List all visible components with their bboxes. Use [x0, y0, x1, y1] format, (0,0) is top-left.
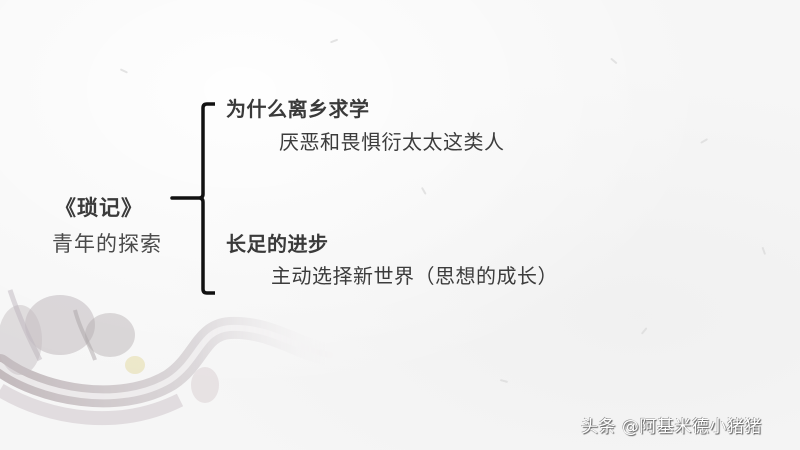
branch-heading-2: 长足的进步	[226, 232, 329, 256]
paper-speck	[421, 186, 427, 195]
paper-speck	[329, 38, 339, 43]
dragon-swirl-icon	[0, 289, 341, 426]
paper-speck	[610, 57, 618, 64]
topic-subtitle: 青年的探索	[52, 232, 162, 256]
paper-speck	[120, 68, 128, 74]
topic-title: 《琐记》	[55, 196, 143, 220]
branch-detail-1: 厌恶和畏惧衍太太这类人	[279, 130, 505, 154]
paper-speck	[761, 246, 767, 255]
paper-speck	[700, 138, 708, 144]
branch-detail-2: 主动选择新世界（思想的成长）	[271, 264, 558, 288]
paper-speck	[499, 378, 509, 383]
watermark: 头条 @阿基米德小猪猪	[581, 417, 762, 437]
branch-heading-1: 为什么离乡求学	[226, 97, 370, 121]
paper-speck	[640, 327, 648, 335]
curly-brace-icon	[170, 102, 215, 295]
